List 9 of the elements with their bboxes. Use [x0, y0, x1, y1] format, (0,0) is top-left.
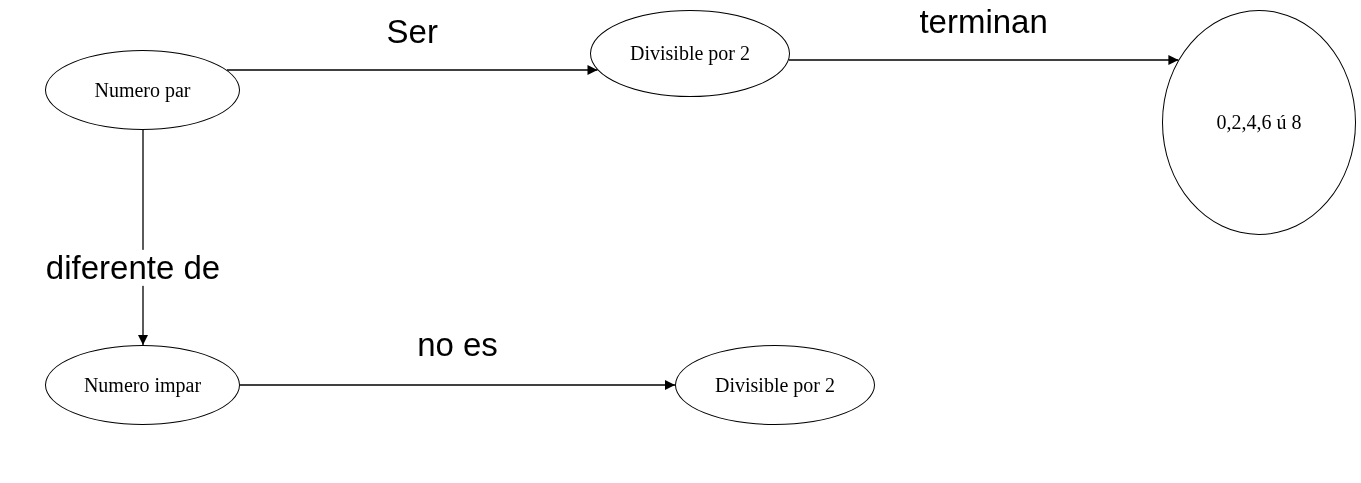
node-label: Numero par	[94, 78, 191, 102]
node-label: Numero impar	[83, 373, 202, 397]
arrow	[239, 380, 676, 390]
arrow	[226, 65, 599, 75]
node-label: Divisible por 2	[715, 373, 835, 397]
arrow	[788, 55, 1179, 65]
node-label: 0,2,4,6 ú 8	[1216, 111, 1302, 134]
edge-label: diferente de	[45, 249, 221, 286]
node-label: Divisible por 2	[630, 42, 750, 65]
